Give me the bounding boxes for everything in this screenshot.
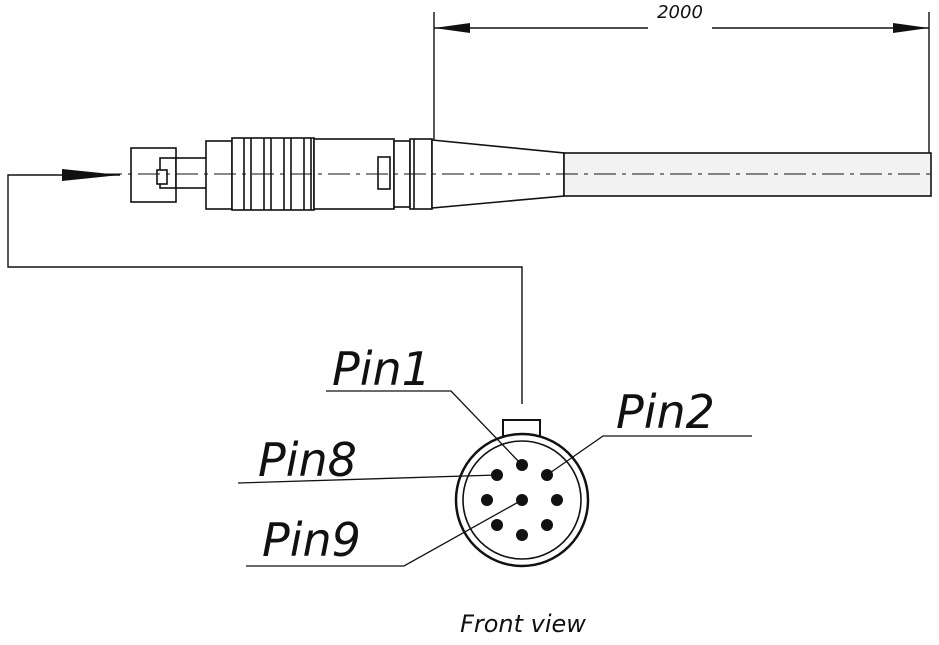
length-dimension [433, 12, 930, 160]
connector-side-view [100, 137, 935, 211]
pin2-leader [546, 435, 752, 476]
view-leader [7, 169, 523, 404]
connector-front-view [454, 419, 590, 568]
pin9-label: Pin9 [262, 513, 361, 567]
pin-callouts [237, 390, 752, 567]
pin1-label: Pin1 [332, 342, 431, 396]
pin1-leader [326, 390, 523, 466]
inner-shell [462, 440, 582, 560]
pin-3 [551, 494, 563, 506]
pin8-leader [237, 474, 498, 484]
pin-7 [481, 494, 493, 506]
dimension-value: 2000 [657, 2, 703, 23]
view-arrow-icon [62, 169, 120, 181]
front-view-caption: Front view [460, 610, 586, 638]
dimension-arrow-left [434, 23, 470, 33]
pin-5 [516, 529, 528, 541]
pin-6 [491, 519, 503, 531]
pin8-label: Pin8 [258, 433, 357, 487]
pin-4 [541, 519, 553, 531]
dimension-arrow-right [893, 23, 929, 33]
pin9-leader [246, 499, 523, 567]
key-slot [156, 169, 168, 185]
pin2-label: Pin2 [616, 385, 715, 439]
